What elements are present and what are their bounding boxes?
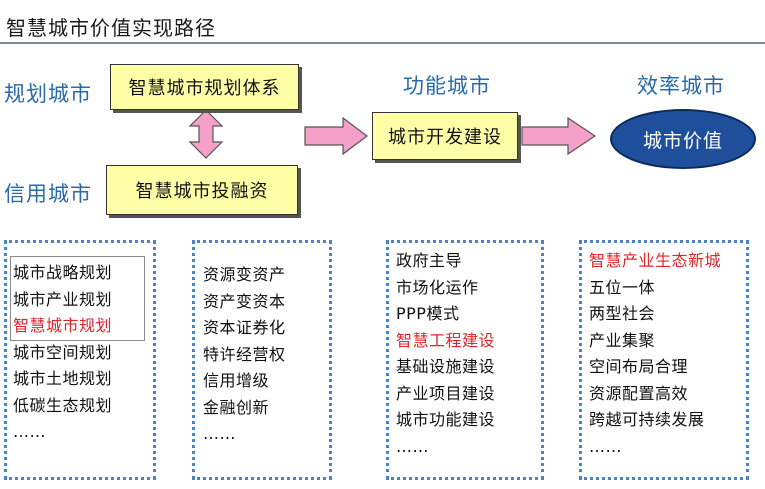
page-title: 智慧城市价值实现路径 bbox=[6, 16, 216, 40]
title-underline bbox=[0, 42, 765, 44]
list-item: PPP模式 bbox=[396, 304, 460, 323]
city-value-oval: 城市价值 bbox=[610, 109, 756, 169]
list-item: 信用增级 bbox=[203, 371, 270, 390]
label-credit-city: 信用城市 bbox=[4, 182, 92, 206]
list-item: 两型社会 bbox=[589, 304, 656, 323]
list-item: 空间布局合理 bbox=[589, 357, 689, 376]
list-item: 跨越可持续发展 bbox=[589, 410, 705, 429]
list-item: 资产变资本 bbox=[203, 291, 286, 311]
list-item: 智慧城市规划 bbox=[13, 316, 113, 335]
list-item: 产业项目建设 bbox=[396, 383, 496, 403]
list-item: 市场化运作 bbox=[396, 277, 479, 297]
financing-list: 资源变资产 资产变资本 资本证券化 特许经营权 信用增级 金融创新 …… bbox=[203, 262, 286, 448]
list-item: …… bbox=[396, 436, 429, 456]
arrow-to-value bbox=[521, 116, 597, 156]
list-item: 特许经营权 bbox=[203, 344, 286, 364]
planning-list: 城市战略规划 城市产业规划 智慧城市规划 城市空间规划 城市土地规划 低碳生态规… bbox=[13, 260, 112, 446]
list-item: 政府主导 bbox=[396, 251, 463, 270]
highlight-frame bbox=[10, 256, 145, 341]
list-item: 城市空间规划 bbox=[13, 342, 113, 362]
development-list: 政府主导 市场化运作 PPP模式 智慧工程建设 基础设施建设 产业项目建设 城市… bbox=[396, 248, 495, 460]
list-item: 城市战略规划 bbox=[13, 263, 113, 282]
list-item: 城市产业规划 bbox=[13, 289, 113, 309]
list-item: 城市功能建设 bbox=[396, 410, 496, 429]
label-plan-city: 规划城市 bbox=[4, 82, 92, 106]
list-item: 资源配置高效 bbox=[589, 383, 689, 403]
list-item: 智慧产业生态新城 bbox=[589, 251, 722, 270]
label-function-city: 功能城市 bbox=[403, 74, 491, 98]
list-item: …… bbox=[589, 436, 622, 456]
development-box: 城市开发建设 bbox=[372, 112, 518, 160]
list-item: 基础设施建设 bbox=[396, 357, 496, 376]
investment-box: 智慧城市投融资 bbox=[106, 165, 298, 215]
list-item: 智慧工程建设 bbox=[396, 330, 496, 350]
list-item: 产业集聚 bbox=[589, 330, 656, 350]
list-box-planning bbox=[4, 240, 156, 480]
list-box-financing bbox=[192, 240, 332, 480]
label-efficiency-city: 效率城市 bbox=[637, 74, 725, 98]
double-arrow-vertical bbox=[188, 109, 224, 159]
list-box-development bbox=[386, 240, 544, 480]
list-item: …… bbox=[203, 424, 236, 443]
arrow-to-development bbox=[304, 116, 368, 156]
list-item: 资源变资产 bbox=[203, 265, 286, 284]
list-item: 五位一体 bbox=[589, 277, 656, 297]
list-item: 金融创新 bbox=[203, 397, 270, 417]
list-item: …… bbox=[13, 422, 46, 441]
plan-system-box: 智慧城市规划体系 bbox=[110, 64, 299, 110]
list-item: 低碳生态规划 bbox=[13, 395, 113, 415]
list-item: 城市土地规划 bbox=[13, 369, 113, 388]
efficiency-list: 智慧产业生态新城 五位一体 两型社会 产业集聚 空间布局合理 资源配置高效 跨越… bbox=[589, 248, 721, 460]
list-item: 资本证券化 bbox=[203, 318, 286, 337]
list-box-efficiency bbox=[579, 240, 749, 480]
